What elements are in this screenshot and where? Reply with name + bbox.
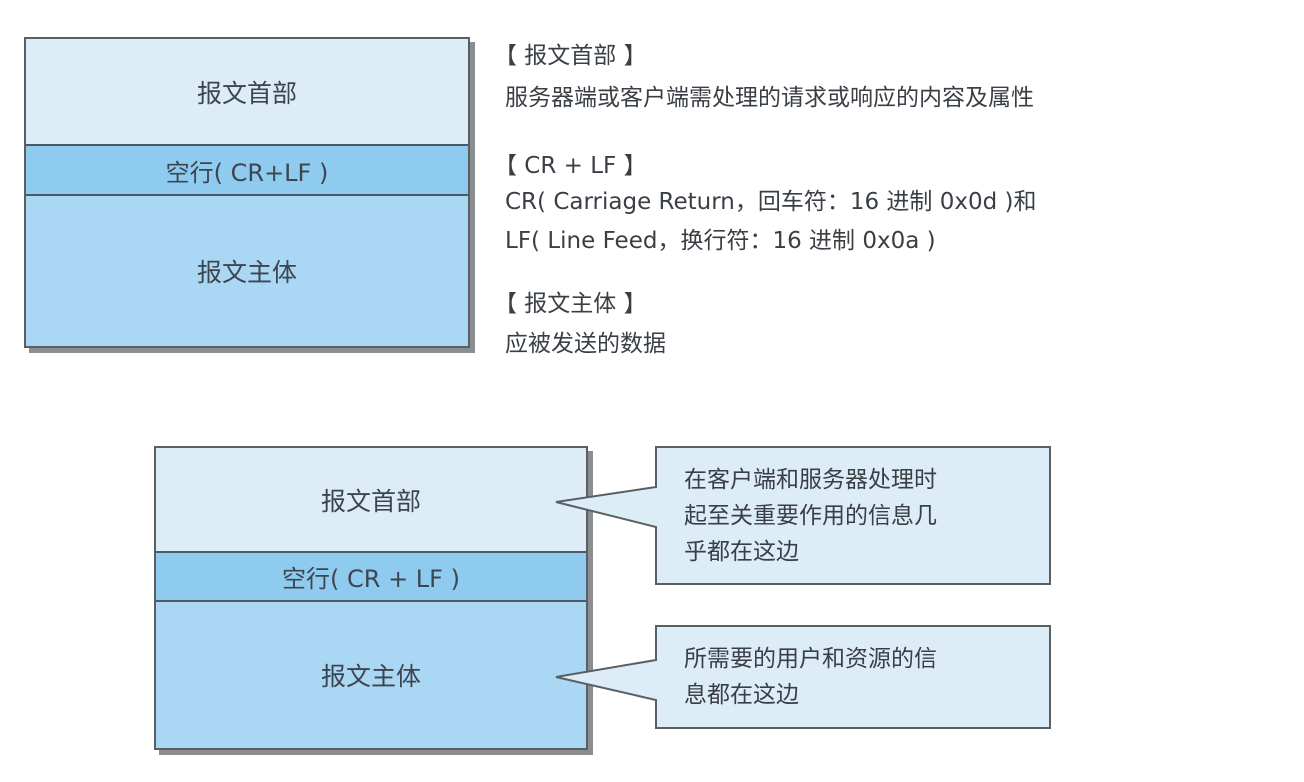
header-description: 服务器端或客户端需处理的请求或响应的内容及属性 [505, 85, 1034, 111]
crlf-title: 【 CR + LF 】 [494, 153, 647, 179]
callout-body-shape [555, 625, 1051, 729]
header-title: 【 报文首部 】 [494, 43, 647, 69]
callout-line: 在客户端和服务器处理时 [684, 467, 937, 493]
message-body-label: 报文主体 [320, 662, 421, 691]
top-message-diagram: 报文首部 空行( CR+LF ) 报文主体 [24, 37, 470, 348]
message-header-label: 报文首部 [196, 78, 297, 108]
callout-line: 息都在这边 [684, 682, 799, 708]
message-body-label: 报文主体 [196, 258, 297, 287]
callout-header-text: 在客户端和服务器处理时 起至关重要作用的信息几 乎都在这边 [684, 462, 937, 570]
callout-line: 乎都在这边 [684, 539, 799, 565]
message-header-section: 报文首部 [26, 39, 468, 146]
callout-header-shape [555, 446, 1051, 585]
crlf-description-line1: CR( Carriage Return，回车符：16 进制 0x0d )和 [505, 189, 1037, 215]
blank-line-label: 空行( CR + LF ) [282, 565, 460, 593]
bottom-message-diagram: 报文首部 空行( CR + LF ) 报文主体 [154, 446, 588, 750]
message-header-section: 报文首部 [156, 448, 586, 553]
callout-line: 所需要的用户和资源的信 [684, 646, 937, 672]
body-description: 应被发送的数据 [505, 331, 666, 357]
blank-line-section: 空行( CR + LF ) [156, 553, 586, 602]
message-body-section: 报文主体 [26, 196, 468, 346]
body-title: 【 报文主体 】 [494, 291, 647, 317]
callout-line: 起至关重要作用的信息几 [684, 503, 937, 529]
message-header-label: 报文首部 [320, 486, 421, 516]
crlf-description-line2: LF( Line Feed，换行符：16 进制 0x0a ) [505, 228, 936, 254]
blank-line-section: 空行( CR+LF ) [26, 146, 468, 196]
blank-line-label: 空行( CR+LF ) [165, 158, 329, 187]
message-body-section: 报文主体 [156, 602, 586, 748]
callout-body-text: 所需要的用户和资源的信 息都在这边 [684, 641, 937, 713]
